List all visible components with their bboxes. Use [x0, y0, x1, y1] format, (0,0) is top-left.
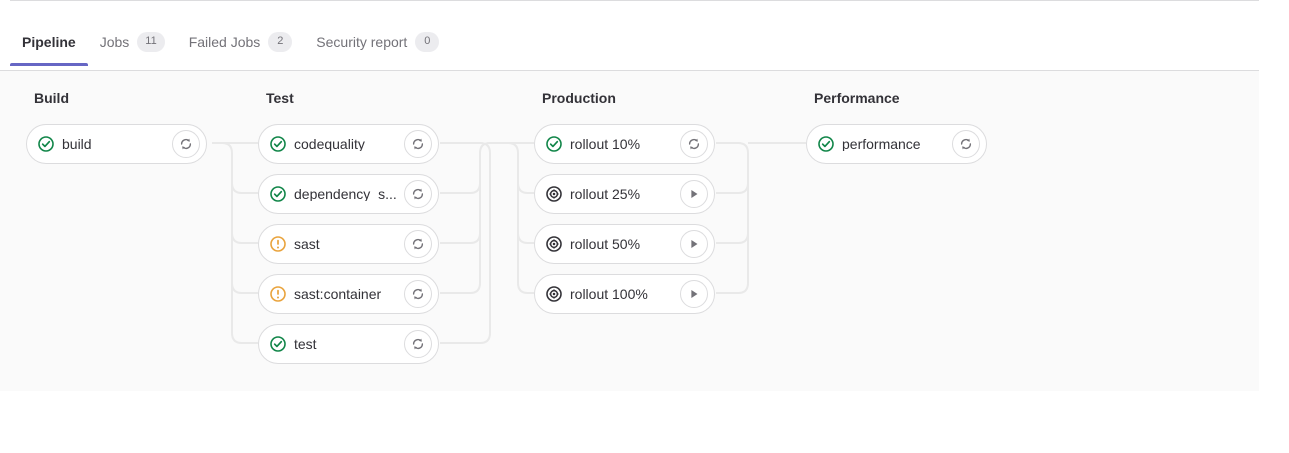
pipeline-job-card[interactable]: sast [258, 224, 439, 264]
pipeline-job-card[interactable]: build [26, 124, 207, 164]
play-job-button[interactable] [680, 280, 708, 308]
tab-count-badge: 2 [268, 32, 293, 52]
status-success-icon [270, 186, 286, 202]
retry-icon [412, 238, 424, 250]
status-manual-icon [546, 186, 562, 202]
pipeline-job-card[interactable]: dependency_s... [258, 174, 439, 214]
retry-icon [412, 288, 424, 300]
pipeline-job-card[interactable]: rollout 25% [534, 174, 715, 214]
tab-label: Pipeline [22, 34, 76, 50]
pipeline-job-card[interactable]: rollout 50% [534, 224, 715, 264]
page-top-rule [10, 0, 1259, 1]
job-name: rollout 10% [570, 137, 641, 151]
stage-job-list: build [26, 124, 207, 164]
retry-job-button[interactable] [404, 180, 432, 208]
play-icon [691, 189, 698, 199]
pipeline-job-card[interactable]: codequality [258, 124, 439, 164]
stage-job-list: performance [806, 124, 987, 164]
pipeline-stages: Build build Test codequality dependency_s...… [0, 71, 1259, 391]
tab-security-report[interactable]: Security report 0 [304, 18, 451, 66]
tab-label: Security report [316, 34, 408, 50]
retry-job-button[interactable] [404, 230, 432, 258]
job-name: rollout 25% [570, 187, 641, 201]
job-name: test [294, 337, 317, 351]
status-success-icon [38, 136, 54, 152]
status-success-icon [270, 136, 286, 152]
pipeline-job-card[interactable]: rollout 100% [534, 274, 715, 314]
stage-title: Performance [814, 90, 900, 106]
play-job-button[interactable] [680, 230, 708, 258]
status-warning-icon [270, 286, 286, 302]
status-success-icon [270, 336, 286, 352]
retry-icon [180, 138, 192, 150]
stage-title: Production [542, 90, 616, 106]
status-warning-icon [270, 236, 286, 252]
retry-icon [960, 138, 972, 150]
retry-job-button[interactable] [172, 130, 200, 158]
job-name: dependency_s... [294, 187, 397, 201]
pipeline-job-card[interactable]: test [258, 324, 439, 364]
play-icon [691, 239, 698, 249]
retry-icon [412, 338, 424, 350]
pipeline-graph-canvas: Build build Test codequality dependency_s...… [0, 70, 1259, 391]
pipeline-job-card[interactable]: sast:container [258, 274, 439, 314]
retry-icon [688, 138, 700, 150]
tab-label: Failed Jobs [188, 34, 261, 50]
tab-failed-jobs[interactable]: Failed Jobs 2 [177, 18, 305, 66]
status-manual-icon [546, 286, 562, 302]
status-success-icon [546, 136, 562, 152]
job-name: rollout 50% [570, 237, 641, 251]
tab-label: Jobs [99, 34, 130, 50]
play-icon [691, 289, 698, 299]
active-tab-underline [10, 63, 88, 66]
job-name: build [62, 137, 92, 151]
retry-icon [412, 138, 424, 150]
stage-title: Build [34, 90, 69, 106]
status-manual-icon [546, 236, 562, 252]
retry-job-button[interactable] [680, 130, 708, 158]
status-success-icon [818, 136, 834, 152]
tab-count-badge: 11 [137, 32, 165, 52]
retry-icon [412, 188, 424, 200]
pipeline-job-card[interactable]: performance [806, 124, 987, 164]
retry-job-button[interactable] [404, 130, 432, 158]
retry-job-button[interactable] [404, 330, 432, 358]
stage-title: Test [266, 90, 294, 106]
retry-job-button[interactable] [952, 130, 980, 158]
stage-job-list: codequality dependency_s...sast sast:conta… [258, 124, 439, 364]
retry-job-button[interactable] [404, 280, 432, 308]
stage-job-list: rollout 10% rollout 25% rollout 50% rollout… [534, 124, 715, 314]
pipeline-tab-bar: Pipeline Jobs 11 Failed Jobs 2 Security repor… [0, 18, 1259, 70]
job-name: sast:container [294, 287, 382, 301]
play-job-button[interactable] [680, 180, 708, 208]
job-name: codequality [294, 137, 365, 151]
pipeline-stage: Performance performance [806, 71, 987, 174]
tab-jobs[interactable]: Jobs 11 [88, 18, 177, 66]
job-name: sast [294, 237, 320, 251]
job-name: performance [842, 137, 921, 151]
pipeline-stage: Build build [26, 71, 207, 174]
pipeline-job-card[interactable]: rollout 10% [534, 124, 715, 164]
tab-count-badge: 0 [415, 32, 440, 52]
tab-pipeline[interactable]: Pipeline [10, 18, 88, 66]
job-name: rollout 100% [570, 287, 648, 301]
pipeline-stage: Test codequality dependency_s...sast sast:c… [258, 71, 439, 374]
